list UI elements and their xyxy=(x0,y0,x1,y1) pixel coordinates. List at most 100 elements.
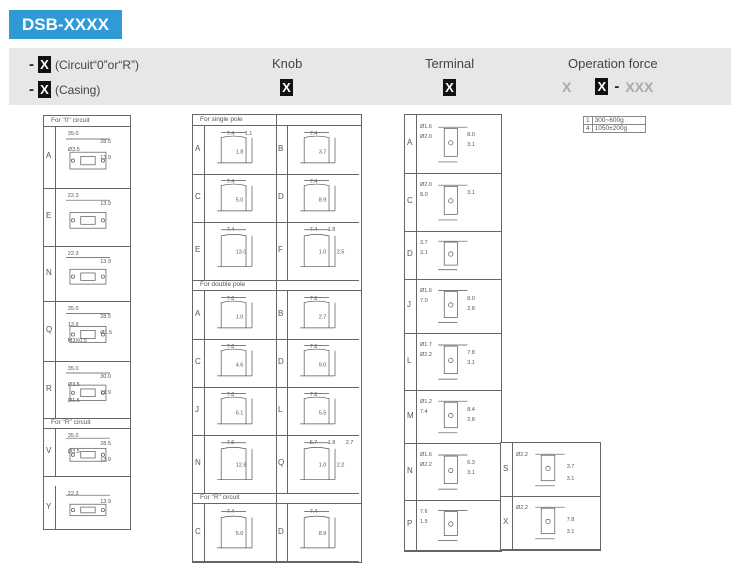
casing-drawing: 22.313.9 xyxy=(65,251,111,285)
circuit-x-box: X xyxy=(38,56,51,73)
dimension-label: 35.0 xyxy=(68,433,79,439)
operation-force-table: 1 300~600g 4 1050±200g xyxy=(583,116,646,133)
dimension-label: 22.3 xyxy=(68,491,79,497)
drawing-label: S xyxy=(503,463,509,473)
table-row: 1 300~600g xyxy=(583,116,646,125)
drawing-label: N xyxy=(46,267,52,277)
opf-code: 4 xyxy=(583,124,593,133)
dimension-label: 7.6 xyxy=(227,440,235,446)
dimension-label: 35.0 xyxy=(68,366,79,372)
drawing-label: B xyxy=(278,144,284,153)
dimension-label: Ø2.2 xyxy=(420,462,432,468)
dimension-label: 13.9 xyxy=(68,322,79,328)
opf-gray-xxx: XXX xyxy=(625,78,654,95)
drawing-label: X xyxy=(503,516,509,526)
terminal-drawing: 3.73.1 xyxy=(420,240,468,271)
dimension-label: 28.5 xyxy=(100,139,111,145)
dimension-label: 13.9 xyxy=(100,457,111,463)
dimension-label: 7.6 xyxy=(310,392,318,398)
dimension-label: 3.1 xyxy=(567,529,575,535)
drawing-label: Q xyxy=(46,325,53,334)
dimension-label: 22.3 xyxy=(68,251,79,257)
dimension-label: 7.6 xyxy=(310,296,318,302)
opf-value: 1050±200g xyxy=(591,124,646,133)
dimension-label: 7.8 xyxy=(567,517,575,523)
dimension-label: 1.0 xyxy=(319,462,327,468)
drawing-label: E xyxy=(46,211,52,220)
dimension-label: 7.0 xyxy=(420,298,428,304)
casing-drawing: 35.028.5Ø3.513.9 xyxy=(65,131,111,170)
terminal-drawing: Ø2.2 7.8 3.1 xyxy=(516,505,575,540)
knob-drawing: 7.612.8 xyxy=(217,440,253,481)
dimension-label: 8.9 xyxy=(319,197,327,203)
dimension-label: Ø2.0 xyxy=(420,134,432,140)
dimension-label: 8.0 xyxy=(467,132,475,138)
table-row: 4 1050±200g xyxy=(583,124,646,133)
dimension-label: 6.3 xyxy=(467,460,475,466)
dimension-label: Ø3.5 xyxy=(68,449,80,455)
dimension-label: 7.4 xyxy=(227,131,235,137)
knob-drawing: 5.71.01.82.22.7 xyxy=(300,440,353,481)
terminal-drawing: Ø1.6Ø2.2 6.3 3.1 xyxy=(420,452,475,490)
dash: - xyxy=(29,81,34,98)
drawing-label: A xyxy=(195,144,201,153)
dimension-label: Ø2.2 xyxy=(516,505,528,511)
drawing-label: M xyxy=(407,410,414,420)
dimension-label: 7.4 xyxy=(310,509,318,515)
dimension-label: 2.8 xyxy=(467,417,475,423)
dimension-label: 5.0 xyxy=(236,197,244,203)
dimension-label: 2.7 xyxy=(319,314,327,320)
drawing-label: L xyxy=(278,405,283,414)
knob-drawing: 7.66.1 xyxy=(217,392,253,425)
dimension-label: 13.9 xyxy=(100,499,111,505)
drawing-label: P xyxy=(407,519,413,528)
drawing-label: A xyxy=(46,151,52,160)
drawing-label: N xyxy=(407,465,413,475)
dimension-label: 7.6 xyxy=(227,392,235,398)
dimension-label: Ø2.0 xyxy=(420,182,432,188)
dimension-label: 3.1 xyxy=(467,470,475,476)
drawing-label: A xyxy=(407,138,413,147)
dash: - xyxy=(29,56,34,73)
dimension-label: Ø1.6 xyxy=(420,288,432,294)
dimension-label: 35.0 xyxy=(68,306,79,312)
dimension-label: 7.4 xyxy=(227,509,235,515)
dimension-label: 7.6 xyxy=(310,344,318,350)
knob-drawing: 7.413.0 xyxy=(217,227,253,268)
dimension-label: 3.7 xyxy=(319,149,327,155)
dimension-label: 5.5 xyxy=(319,410,327,416)
dimension-label: 1.8 xyxy=(328,227,336,233)
dimension-label: 1.0 xyxy=(236,314,244,320)
dimension-label: 13.9 xyxy=(100,390,111,396)
dimension-label: Ø3.5 xyxy=(68,147,80,153)
opf-gray-x: X xyxy=(562,78,572,95)
dimension-label: Ø1.6 xyxy=(420,452,432,458)
dimension-label: 1.8 xyxy=(328,440,336,446)
drawing-label: C xyxy=(195,192,201,201)
dimension-label: 3.1 xyxy=(567,476,575,482)
dimension-label: 7.4 xyxy=(227,227,235,233)
opf-code: 1 xyxy=(583,116,593,125)
dimension-label: 13.9 xyxy=(100,155,111,161)
circuit-row: - X (Circuit“0”or“R”) xyxy=(29,56,139,73)
